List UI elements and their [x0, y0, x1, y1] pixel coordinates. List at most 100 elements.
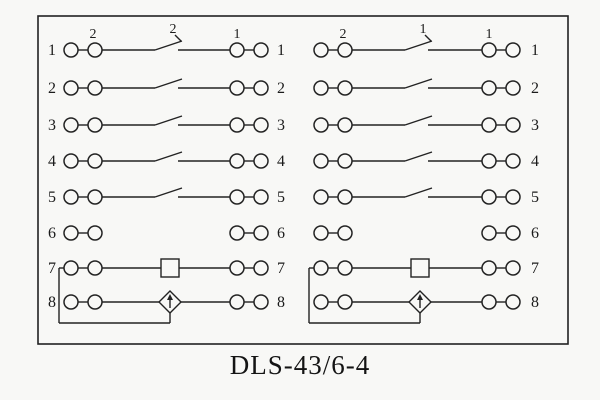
resistor-box — [160, 258, 180, 278]
row-number-left: 2 — [48, 80, 56, 97]
row-number-right: 8 — [531, 294, 539, 311]
pin-annotation: 1 — [486, 27, 493, 42]
terminal — [337, 117, 353, 133]
terminal — [229, 260, 245, 276]
terminal — [313, 153, 329, 169]
terminal — [313, 189, 329, 205]
terminal — [253, 117, 269, 133]
terminal — [87, 117, 103, 133]
terminal — [229, 42, 245, 58]
terminal — [481, 80, 497, 96]
rectifier-arrow-head — [167, 294, 173, 300]
terminal — [481, 153, 497, 169]
terminal — [87, 189, 103, 205]
row-number-left: 6 — [48, 225, 56, 242]
terminal — [313, 260, 329, 276]
contact-blade — [154, 115, 183, 126]
terminal — [313, 294, 329, 310]
terminal — [337, 294, 353, 310]
terminal — [87, 225, 103, 241]
terminal — [253, 189, 269, 205]
terminal — [505, 260, 521, 276]
terminal — [337, 260, 353, 276]
terminal — [505, 294, 521, 310]
row-number-right: 5 — [277, 189, 285, 206]
terminal — [313, 225, 329, 241]
terminal — [87, 294, 103, 310]
terminal — [313, 80, 329, 96]
terminal — [481, 189, 497, 205]
row-number-right: 7 — [531, 260, 539, 277]
annotation-leader — [424, 34, 432, 42]
contact-blade — [404, 151, 433, 162]
terminal — [229, 189, 245, 205]
contact-annotation: 1 — [420, 22, 427, 37]
terminal — [253, 153, 269, 169]
row-number-left: 3 — [48, 117, 56, 134]
terminal — [63, 42, 79, 58]
terminal — [253, 42, 269, 58]
row-number-right: 3 — [531, 117, 539, 134]
row-number-left: 7 — [48, 260, 56, 277]
row-number-right: 7 — [277, 260, 285, 277]
terminal — [229, 225, 245, 241]
terminal — [313, 117, 329, 133]
terminal — [87, 42, 103, 58]
terminal — [313, 42, 329, 58]
resistor-box — [410, 258, 430, 278]
terminal — [63, 80, 79, 96]
terminal — [229, 80, 245, 96]
terminal — [481, 42, 497, 58]
annotation-leader — [174, 34, 182, 42]
contact-blade — [154, 78, 183, 89]
terminal — [63, 260, 79, 276]
terminal — [337, 80, 353, 96]
contact-annotation: 2 — [170, 22, 177, 37]
terminal — [229, 117, 245, 133]
terminal — [229, 153, 245, 169]
terminal — [337, 153, 353, 169]
terminal — [337, 225, 353, 241]
row-number-right: 6 — [531, 225, 539, 242]
terminal — [505, 225, 521, 241]
terminal — [253, 260, 269, 276]
contact-blade — [154, 40, 183, 51]
terminal — [505, 153, 521, 169]
terminal — [253, 225, 269, 241]
row-number-right: 8 — [277, 294, 285, 311]
terminal — [253, 294, 269, 310]
terminal — [481, 117, 497, 133]
terminal — [505, 189, 521, 205]
terminal — [481, 294, 497, 310]
row-number-left: 4 — [48, 153, 56, 170]
row-number-right: 4 — [277, 153, 285, 170]
row-number-right: 1 — [277, 42, 285, 59]
row-number-left: 1 — [48, 42, 56, 59]
terminal — [337, 189, 353, 205]
rectifier-arrow-head — [417, 294, 423, 300]
row-number-right: 2 — [531, 80, 539, 97]
diagram-border — [37, 15, 569, 345]
contact-blade — [404, 187, 433, 198]
row-number-right: 3 — [277, 117, 285, 134]
terminal — [63, 294, 79, 310]
terminal — [481, 225, 497, 241]
contact-blade — [404, 115, 433, 126]
terminal — [87, 260, 103, 276]
terminal — [63, 225, 79, 241]
pin-annotation: 2 — [90, 27, 97, 42]
terminal — [63, 189, 79, 205]
contact-blade — [404, 40, 433, 51]
terminal — [87, 80, 103, 96]
terminal — [481, 260, 497, 276]
terminal — [505, 117, 521, 133]
pin-annotation: 2 — [340, 27, 347, 42]
row-number-left: 8 — [48, 294, 56, 311]
terminal — [505, 80, 521, 96]
terminal — [337, 42, 353, 58]
terminal — [505, 42, 521, 58]
row-number-right: 1 — [531, 42, 539, 59]
terminal — [87, 153, 103, 169]
